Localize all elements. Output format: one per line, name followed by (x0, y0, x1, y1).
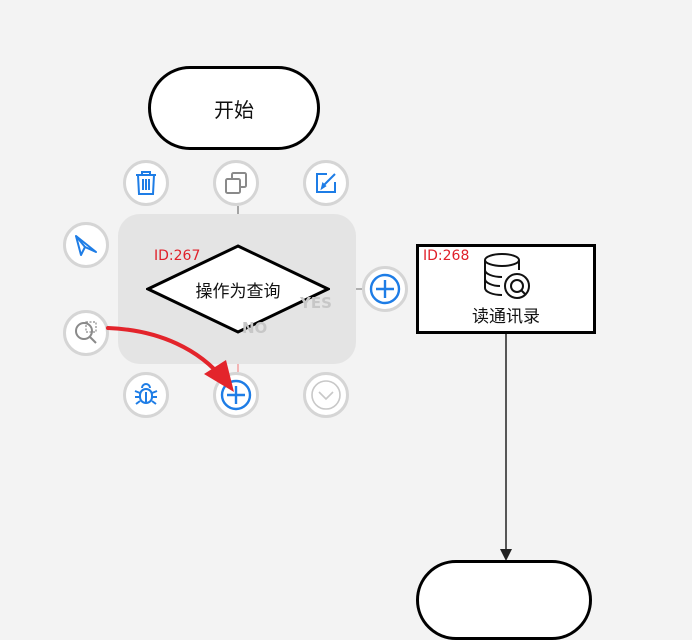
edit-icon (316, 173, 336, 193)
start-node[interactable]: 开始 (148, 66, 320, 150)
plus-icon (369, 273, 401, 305)
annotation-arrow (106, 326, 234, 392)
decision-node-id: ID:267 (154, 248, 201, 264)
chevron-down-icon (311, 380, 341, 410)
database-search-icon (484, 253, 530, 299)
no-branch-label: NO (242, 319, 268, 337)
zoom-select-icon (75, 321, 97, 344)
trash-icon (136, 171, 156, 195)
decision-node[interactable] (146, 244, 330, 334)
zoom-select-button[interactable] (63, 310, 109, 356)
task-node-id: ID:268 (423, 248, 470, 264)
copy-button[interactable] (213, 160, 259, 206)
plus-icon (220, 379, 252, 411)
copy-icon (225, 172, 247, 194)
delete-button[interactable] (123, 160, 169, 206)
yes-branch-label: YES (300, 294, 332, 312)
task-node-label: 读通讯录 (472, 307, 540, 327)
decision-node-label: 操作为查询 (195, 282, 281, 302)
send-icon (75, 235, 97, 256)
connector-arrowhead-end (500, 549, 512, 561)
add-yes-branch-button[interactable] (362, 266, 408, 312)
start-node-label: 开始 (214, 97, 254, 122)
collapse-button[interactable] (303, 372, 349, 418)
debug-button[interactable] (123, 372, 169, 418)
bug-icon (134, 383, 158, 405)
edit-button[interactable] (303, 160, 349, 206)
send-button[interactable] (63, 222, 109, 268)
